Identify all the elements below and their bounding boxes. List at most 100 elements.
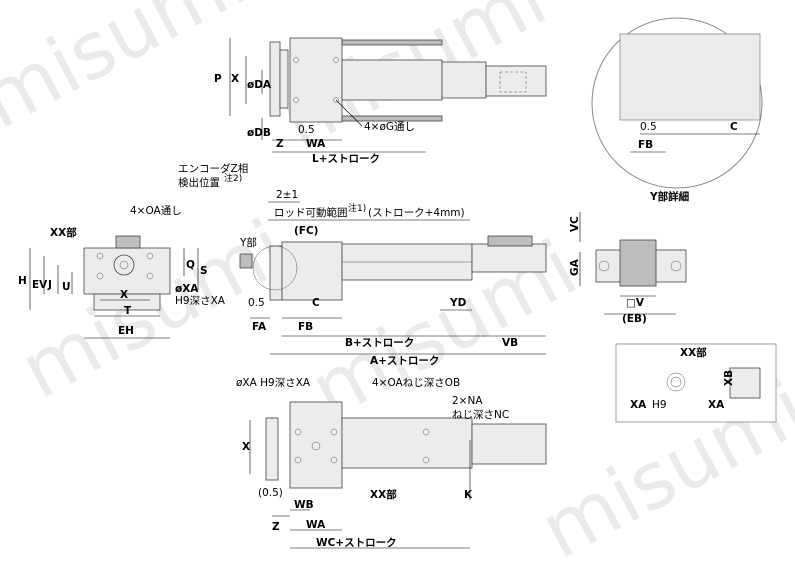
- top-label-g: 4×øG通し: [364, 121, 415, 133]
- top-motor: [485, 65, 547, 97]
- front-view: XX部 4×OA通し H EV J U Q S øXA H9深さXA X T E…: [18, 205, 226, 339]
- xx-label-xa: XA: [630, 399, 647, 411]
- front-label-t: T: [124, 305, 132, 317]
- xx-label-h9: H9: [652, 399, 667, 411]
- right-hole-1: [598, 260, 610, 272]
- top-body: [341, 59, 443, 101]
- side-connector: [487, 235, 533, 247]
- y-label-c: C: [730, 121, 738, 133]
- top-table: [289, 37, 343, 123]
- leader-g: [335, 99, 363, 127]
- side-encoder-note-1: エンコーダZ相: [178, 162, 248, 175]
- top-plate-inner: [279, 49, 289, 109]
- bottom-na-2: [422, 456, 430, 464]
- side-rod-range-sup: 注1): [348, 202, 366, 214]
- bottom-label-wb: WB: [294, 499, 314, 511]
- front-label-s: S: [200, 265, 208, 277]
- top-hole-3: [293, 97, 299, 103]
- side-table: [281, 241, 343, 301]
- right-label-ga: GA: [569, 258, 581, 276]
- bottom-label-z: Z: [272, 521, 280, 533]
- side-label-yd: YD: [449, 297, 467, 309]
- top-label-z: Z: [276, 138, 284, 150]
- side-encoder-note-sup: 注2): [224, 172, 242, 184]
- front-connector: [115, 235, 141, 249]
- y-label-05: 0.5: [640, 121, 657, 133]
- top-view: P X øDA øDB 4×øG通し 0.5 Z WA L+ストローク: [214, 37, 547, 165]
- right-motor: [619, 239, 657, 287]
- xx-detail-circle-inner: [670, 376, 682, 388]
- bottom-center-hole: [311, 441, 321, 451]
- front-label-x: X: [120, 289, 128, 301]
- top-label-05: 0.5: [298, 124, 315, 136]
- side-y-marker: [252, 245, 298, 291]
- y-detail-block: [619, 33, 761, 121]
- top-rod-1: [341, 39, 443, 46]
- front-label-h9: H9深さXA: [175, 295, 226, 307]
- side-label-fc: (FC): [294, 225, 318, 237]
- right-label-v: □V: [626, 297, 645, 309]
- front-center-boss: [113, 254, 135, 276]
- bottom-hole-1: [294, 428, 302, 436]
- front-label-ev: EV: [32, 279, 48, 291]
- top-label-wa: WA: [306, 138, 326, 150]
- side-rod-range: ロッド可動範囲: [274, 206, 348, 219]
- side-label-b: B+ストローク: [345, 337, 414, 349]
- side-label-fa: FA: [252, 321, 267, 333]
- front-hole-3: [96, 272, 104, 280]
- bottom-hole-3: [294, 456, 302, 464]
- top-hole-1: [293, 57, 299, 63]
- front-label-q: Q: [186, 259, 195, 271]
- top-end-plate: [269, 41, 281, 117]
- front-label-xa: øXA: [175, 283, 199, 295]
- right-hole-2: [670, 260, 682, 272]
- side-motor: [471, 243, 547, 273]
- xx-detail-section: [729, 367, 761, 399]
- side-end-plate: [269, 245, 283, 301]
- top-cylinder: [441, 61, 487, 99]
- xx-label-xb: XB: [723, 370, 735, 386]
- top-rod-2: [341, 115, 443, 122]
- xx-label-xa2: XA: [708, 399, 725, 411]
- front-label-oa: 4×OA通し: [130, 205, 182, 217]
- side-view: エンコーダZ相 検出位置 注2) 2±1 ロッド可動範囲 注1) (ストローク+…: [178, 162, 547, 367]
- top-label-x: X: [231, 73, 239, 85]
- side-label-vb: VB: [502, 337, 518, 349]
- front-label-h: H: [18, 275, 27, 287]
- bottom-table: [289, 401, 343, 489]
- y-label-fb: FB: [638, 139, 653, 151]
- front-hole-4: [146, 272, 154, 280]
- side-label-c: C: [312, 297, 320, 309]
- y-detail-caption: Y部詳細: [649, 190, 690, 203]
- front-base: [93, 293, 161, 311]
- front-label-u: U: [62, 281, 71, 293]
- top-hole-2: [333, 57, 339, 63]
- side-rod-range-suffix: (ストローク+4mm): [368, 207, 465, 219]
- bottom-hole-2: [330, 428, 338, 436]
- bottom-motor: [471, 423, 547, 465]
- bottom-label-xx: XX部: [370, 488, 397, 501]
- right-label-eb: (EB): [622, 313, 647, 325]
- bottom-label-wa: WA: [306, 519, 326, 531]
- side-label-fb: FB: [298, 321, 313, 333]
- xx-detail: XX部 XA H9 XB XA: [615, 343, 777, 423]
- right-label-vc: VC: [569, 216, 581, 232]
- bottom-label-05: (0.5): [258, 487, 283, 499]
- bottom-label-oa: 4×OAねじ深さOB: [372, 377, 460, 389]
- front-center-hole: [119, 260, 129, 270]
- side-label-a: A+ストローク: [370, 355, 439, 367]
- bottom-label-wc: WC+ストローク: [316, 537, 397, 549]
- bottom-body: [341, 417, 473, 469]
- top-label-l: L+ストローク: [312, 153, 380, 165]
- side-label-pm: 2±1: [276, 189, 298, 201]
- top-label-da: øDA: [247, 79, 272, 91]
- front-label-eh: EH: [118, 325, 134, 337]
- side-label-y: Y部: [239, 236, 257, 249]
- front-hole-2: [146, 252, 154, 260]
- xx-detail-title: XX部: [680, 346, 707, 359]
- y-detail: 0.5 C FB Y部詳細: [591, 17, 763, 203]
- bottom-label-nc: ねじ深さNC: [452, 409, 509, 421]
- bottom-hole-4: [330, 456, 338, 464]
- side-label-05: 0.5: [248, 297, 265, 309]
